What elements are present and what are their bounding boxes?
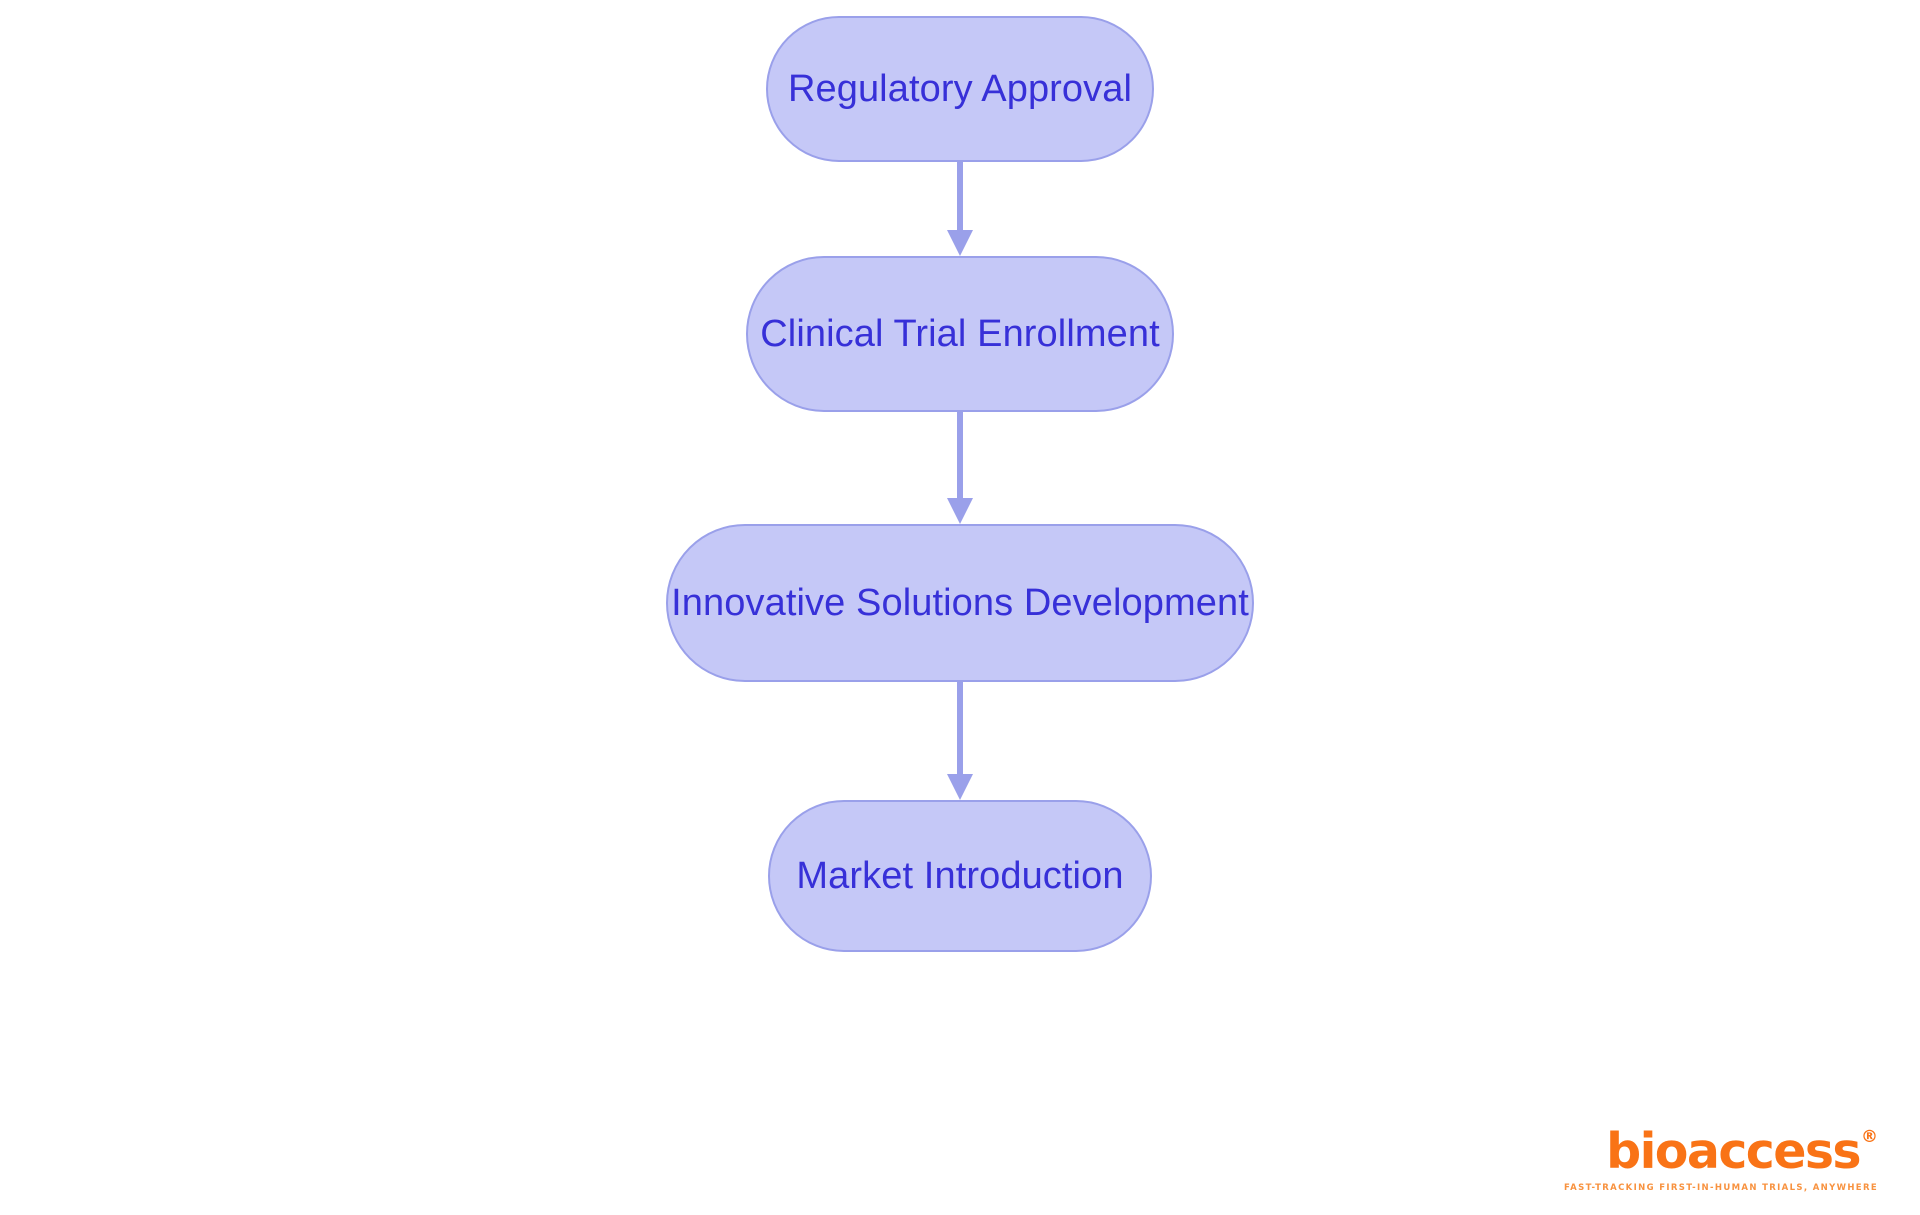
flow-node-label: Clinical Trial Enrollment (760, 313, 1160, 355)
flow-node-regulatory-approval[interactable]: Regulatory Approval (766, 16, 1154, 162)
connector-stem (957, 162, 963, 230)
flow-connector-2 (947, 412, 973, 524)
brand-tagline: FAST-TRACKING FIRST-IN-HUMAN TRIALS, ANY… (1563, 1183, 1878, 1193)
brand-wordmark: bioaccess (1606, 1123, 1861, 1180)
flow-node-label: Regulatory Approval (787, 68, 1133, 110)
flow-connector-3 (947, 682, 973, 800)
arrow-down-icon (947, 498, 973, 524)
flow-connector-1 (947, 162, 973, 256)
connector-stem (957, 412, 963, 498)
bioaccess-logo: bioaccess ® FAST-TRACKING FIRST-IN-HUMAN… (1564, 1127, 1878, 1193)
flow-node-clinical-trial-enrollment[interactable]: Clinical Trial Enrollment (746, 256, 1174, 412)
registered-trademark-icon: ® (1861, 1127, 1878, 1147)
brand-wordmark-row: bioaccess ® (1564, 1127, 1878, 1176)
flow-node-label: Market Introduction (796, 855, 1124, 897)
connector-stem (957, 682, 963, 774)
flow-node-label: Innovative Solutions Development (671, 582, 1249, 624)
arrow-down-icon (947, 774, 973, 800)
flowchart-node-column: Regulatory Approval Clinical Trial Enrol… (666, 16, 1254, 952)
flow-node-market-introduction[interactable]: Market Introduction (768, 800, 1152, 952)
flow-node-innovative-solutions-development[interactable]: Innovative Solutions Development (666, 524, 1254, 682)
arrow-down-icon (947, 230, 973, 256)
